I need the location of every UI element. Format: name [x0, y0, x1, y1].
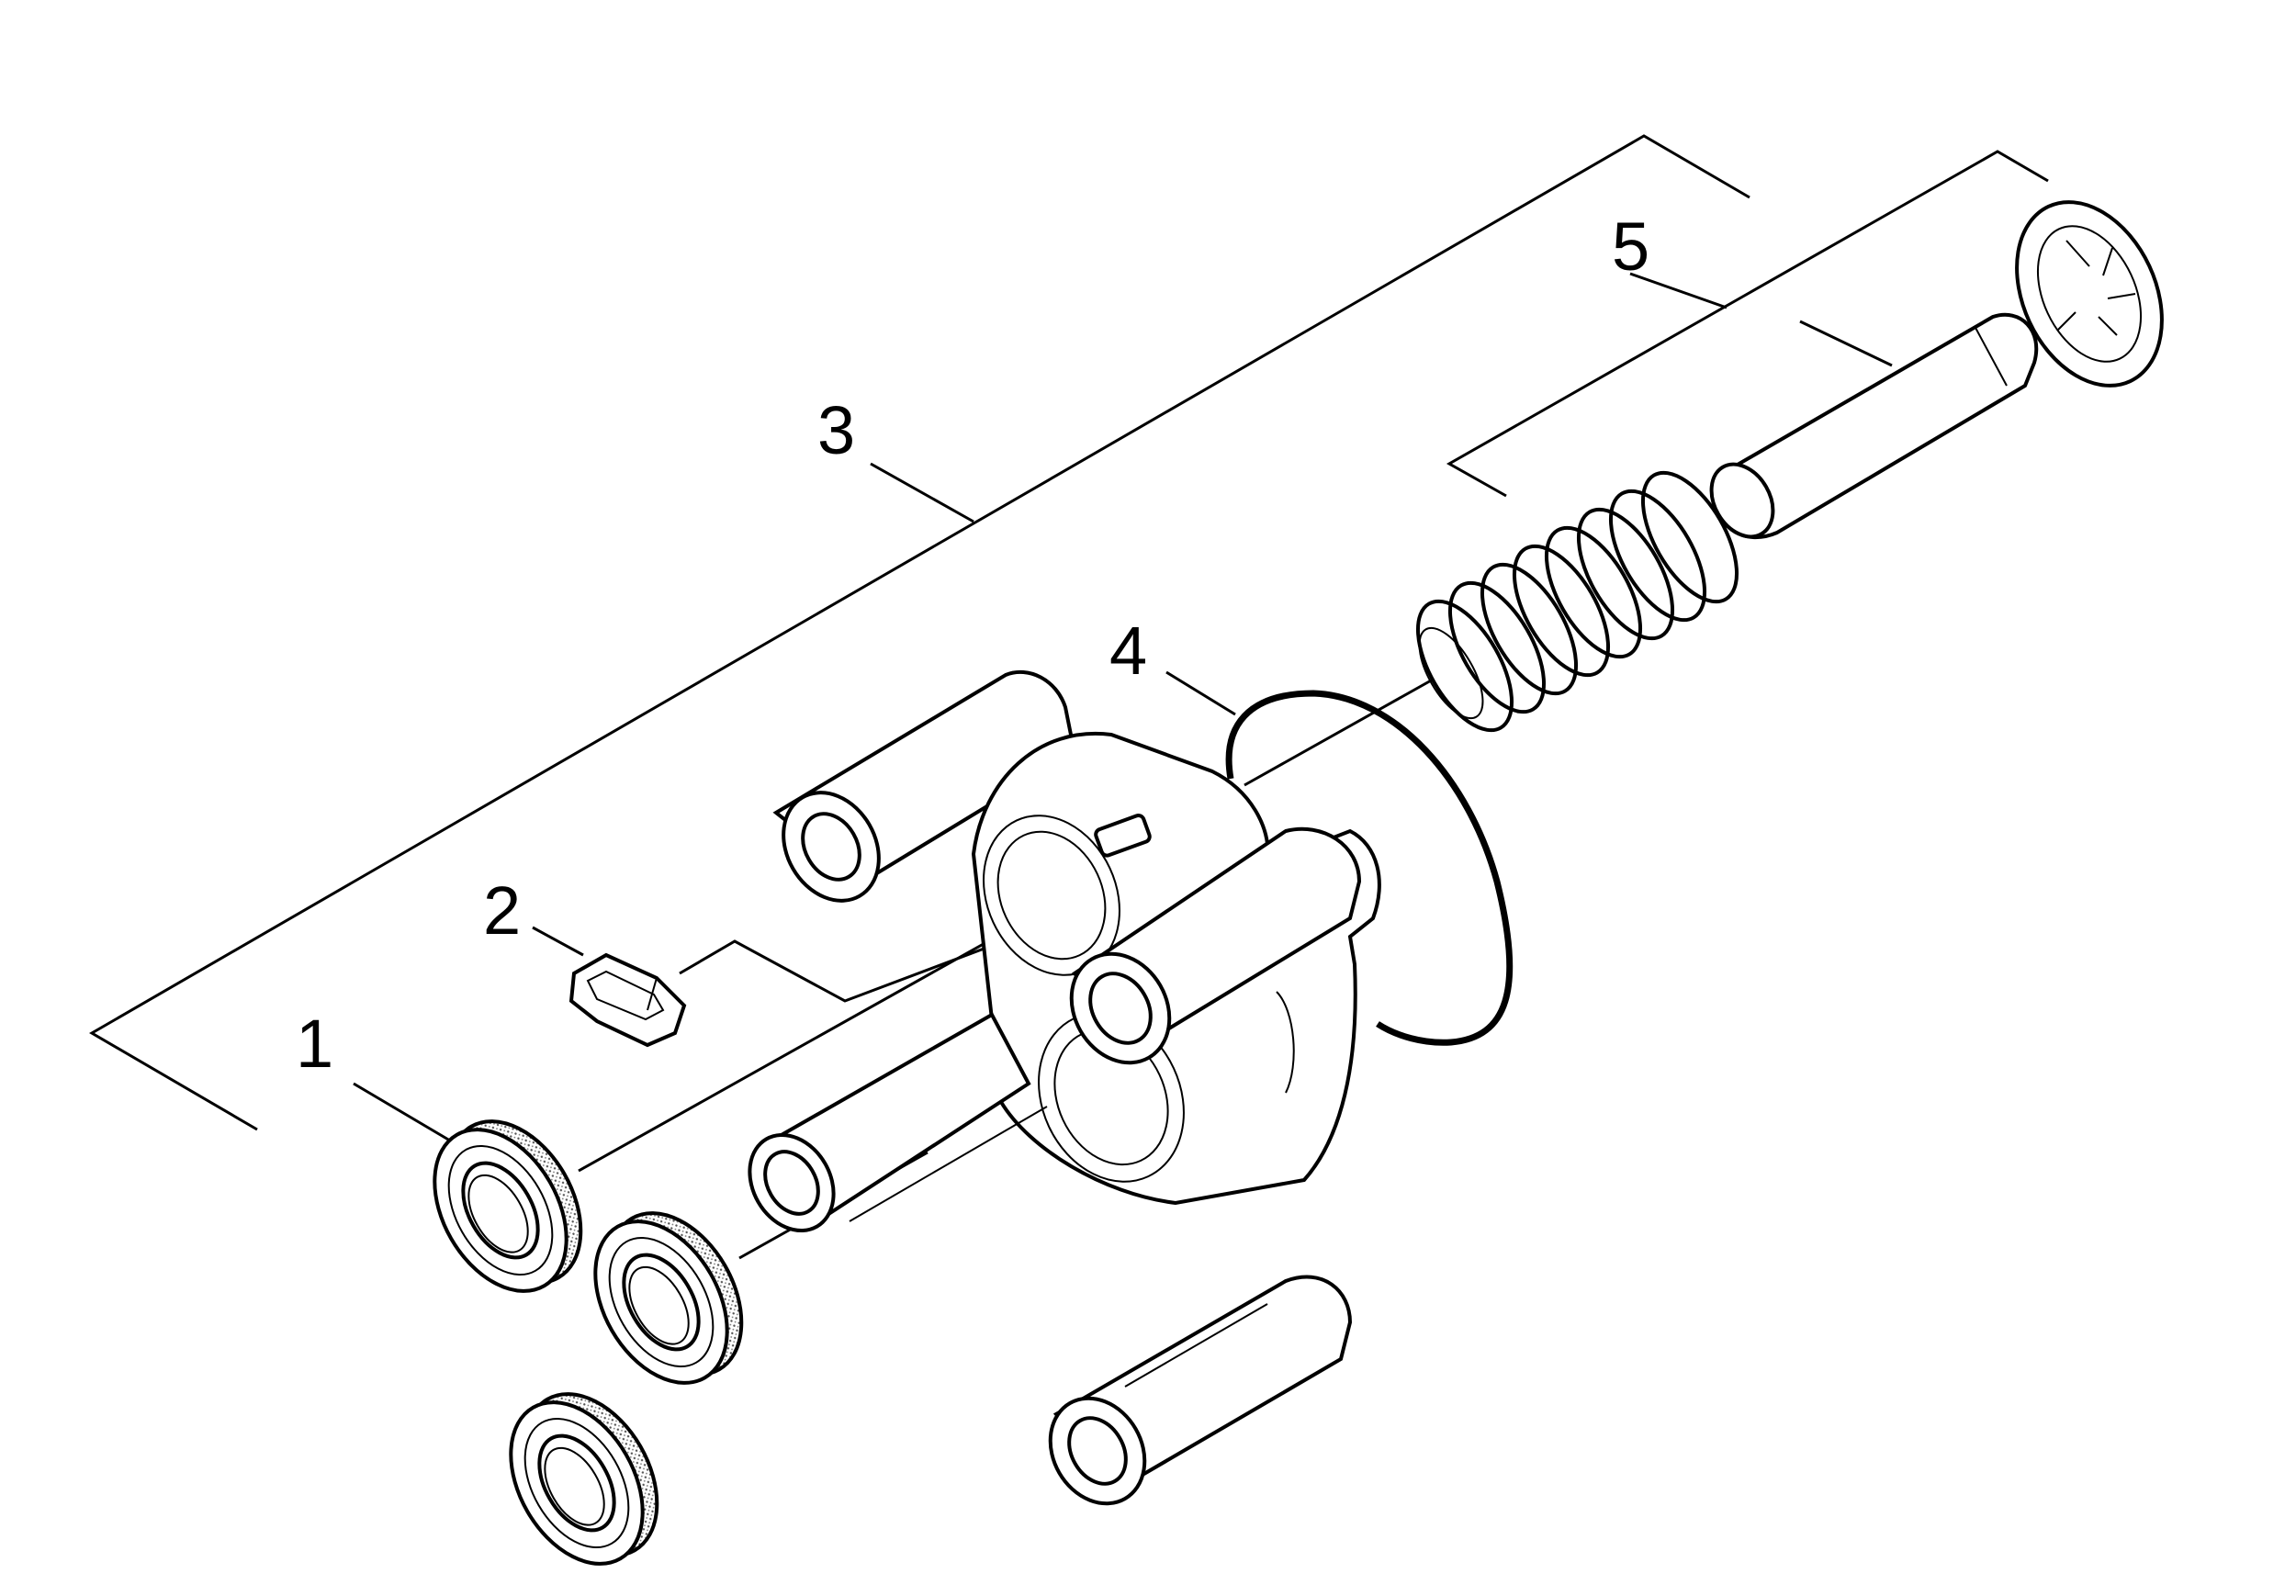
assembly-bracket-3	[89, 134, 1750, 1131]
callout-5: 5	[1612, 208, 1650, 285]
seal-ring-c	[509, 1392, 659, 1566]
seal-ring-a	[433, 1119, 583, 1293]
callout-4: 4	[1109, 613, 1148, 689]
valve-housing	[748, 669, 1381, 1506]
valve-pin	[1709, 312, 2039, 539]
valve-insert	[568, 952, 687, 1048]
o-ring	[1225, 690, 1514, 1046]
retaining-clip	[2015, 200, 2164, 388]
seal-ring-b	[593, 1211, 744, 1385]
assembly-bracket-5	[1446, 150, 2049, 498]
callout-2: 2	[483, 872, 522, 949]
callout-3: 3	[817, 392, 856, 468]
callout-1: 1	[296, 1006, 334, 1082]
valve-spring	[1415, 470, 1739, 733]
